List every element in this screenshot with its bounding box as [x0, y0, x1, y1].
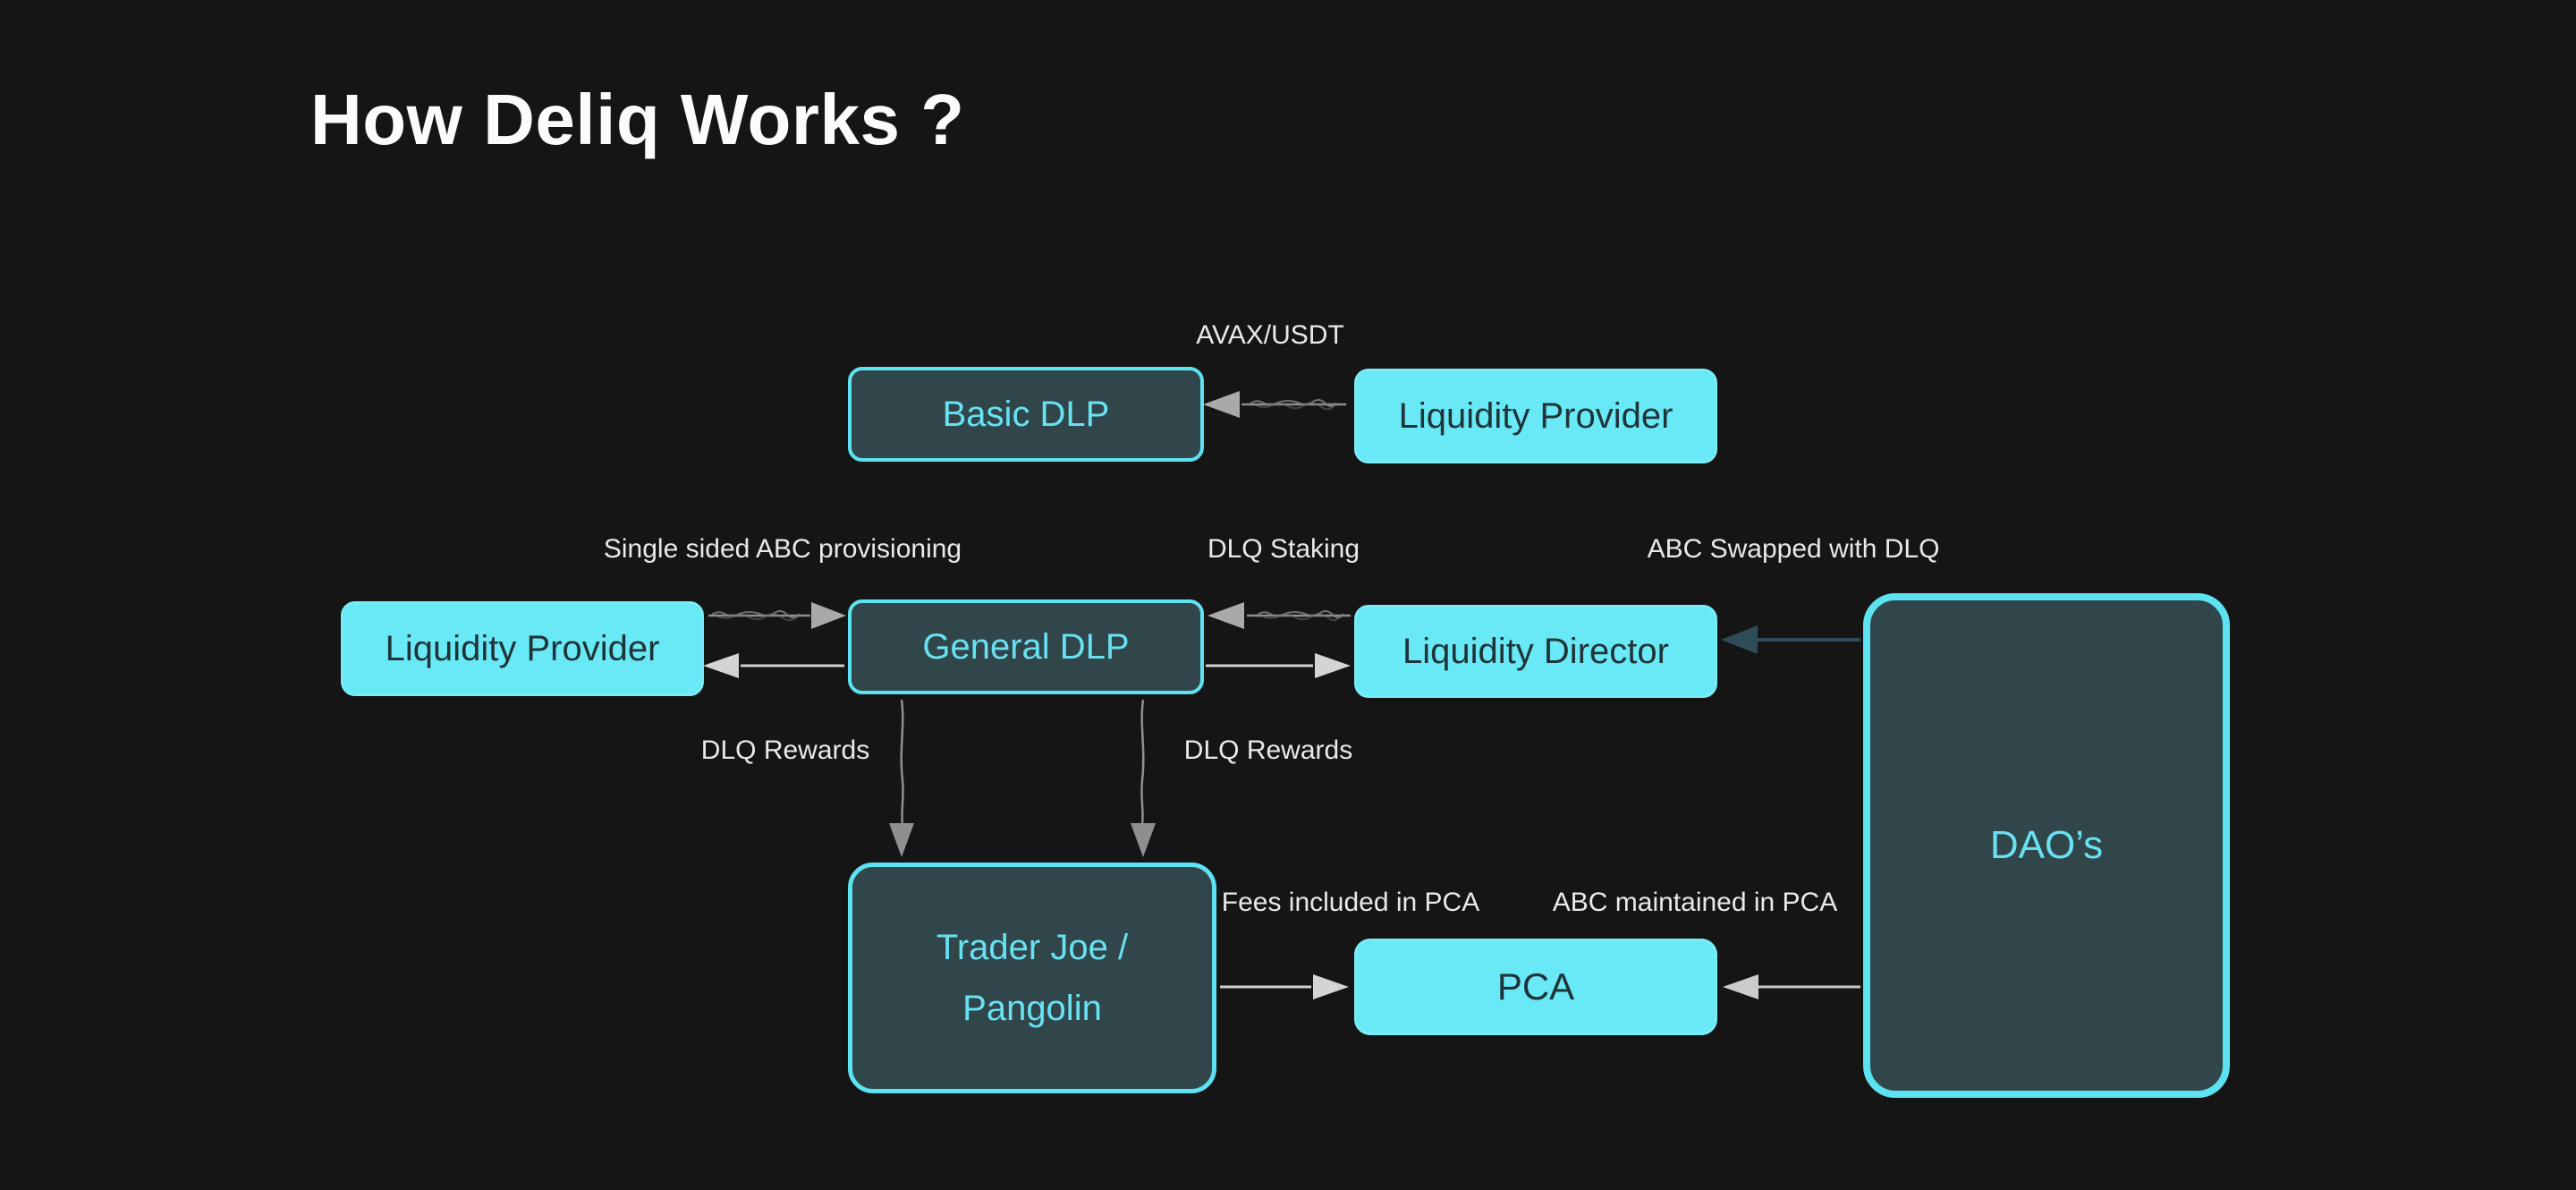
arrow-daos-to-liquidity-director: [1721, 625, 1860, 654]
edge-label-dlq-staking: DLQ Staking: [1207, 534, 1360, 564]
node-daos: DAO’s: [1863, 593, 2230, 1098]
arrow-trader-joe-to-pca: [1220, 974, 1349, 999]
node-pca: PCA: [1354, 939, 1717, 1035]
node-general-dlp: General DLP: [848, 599, 1204, 694]
edge-label-abc-swapped: ABC Swapped with DLQ: [1647, 534, 1940, 564]
arrow-daos-to-pca: [1723, 974, 1860, 999]
arrow-general-dlp-to-trader-joe-right: [1131, 699, 1156, 857]
edge-label-abc-maintained: ABC maintained in PCA: [1552, 888, 1838, 917]
arrow-liquidity-director-to-general-dlp: [1208, 602, 1351, 629]
node-liquidity-provider-left: Liquidity Provider: [341, 601, 704, 696]
edge-label-dlq-rewards-right: DLQ Rewards: [1183, 735, 1353, 765]
node-liquidity-provider-top: Liquidity Provider: [1354, 369, 1717, 463]
edge-label-dlq-rewards-left: DLQ Rewards: [700, 735, 870, 765]
arrow-general-dlp-to-liquidity-provider: [703, 653, 844, 678]
arrow-liquidity-provider-to-basic-dlp: [1203, 391, 1346, 418]
edge-label-avax-usdt: AVAX/USDT: [1196, 320, 1344, 350]
arrow-liquidity-provider-to-general-dlp: [708, 602, 846, 629]
node-liquidity-director: Liquidity Director: [1354, 605, 1717, 698]
edge-label-fees-included: Fees included in PCA: [1221, 888, 1480, 917]
page-title: How Deliq Works ?: [310, 80, 965, 159]
edge-label-single-sided-abc: Single sided ABC provisioning: [603, 534, 962, 564]
node-trader-joe-pangolin: Trader Joe / Pangolin: [848, 863, 1216, 1093]
node-basic-dlp: Basic DLP: [848, 367, 1204, 462]
arrow-general-dlp-to-liquidity-director: [1206, 653, 1351, 678]
arrow-general-dlp-to-trader-joe-left: [889, 699, 914, 857]
